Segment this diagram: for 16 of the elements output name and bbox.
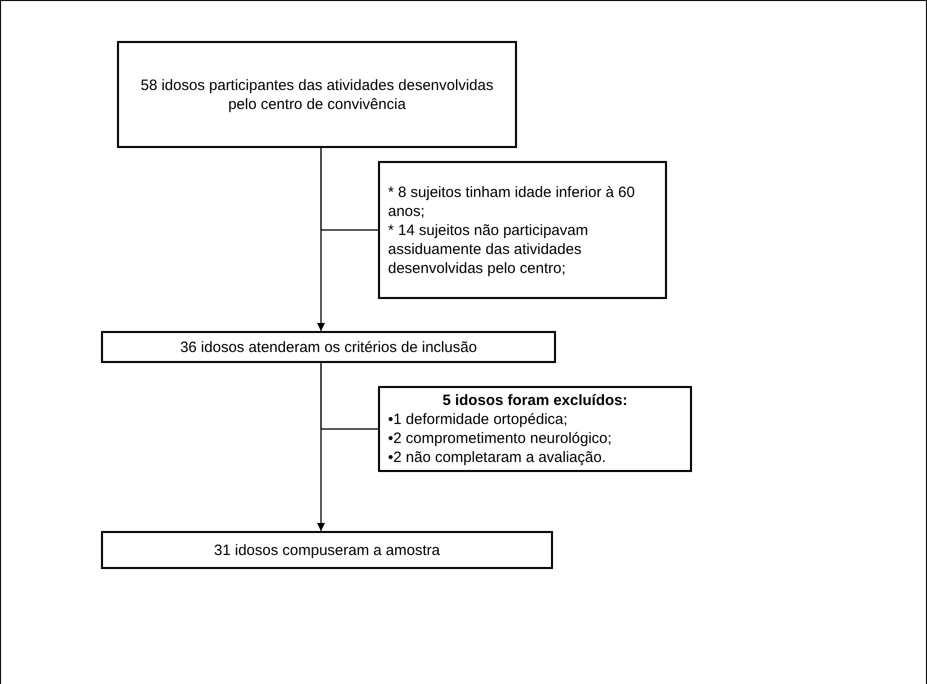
process-box: [117, 41, 517, 148]
box-text: 36 idosos atenderam os critérios de inclusão: [180, 338, 477, 356]
process-box: [101, 331, 556, 363]
process-box: [101, 531, 553, 569]
box-text: * 8 sujeitos tinham idade inferior à 60 anos;: [388, 182, 636, 220]
box-heading: 5 idosos foram excluídos:: [442, 391, 628, 410]
process-box: [378, 386, 692, 472]
box-text: •2 comprometimento neurológico;: [388, 429, 612, 448]
box-text: •2 não completaram a avaliação.: [388, 448, 606, 467]
box-text: * 14 sujeitos não participavam assiduamente das atividades desenvolvidas pelo centro;: [388, 220, 590, 278]
box-text: 31 idosos compuseram a amostra: [214, 540, 440, 560]
connector-line: [320, 363, 378, 430]
process-box: [378, 161, 667, 299]
box-text: •1 deformidade ortopédica;: [388, 410, 568, 429]
connector-line: [320, 148, 378, 231]
box-text: 58 idosos participantes das atividades desenvolvidas pelo centro de convivência: [140, 76, 494, 114]
